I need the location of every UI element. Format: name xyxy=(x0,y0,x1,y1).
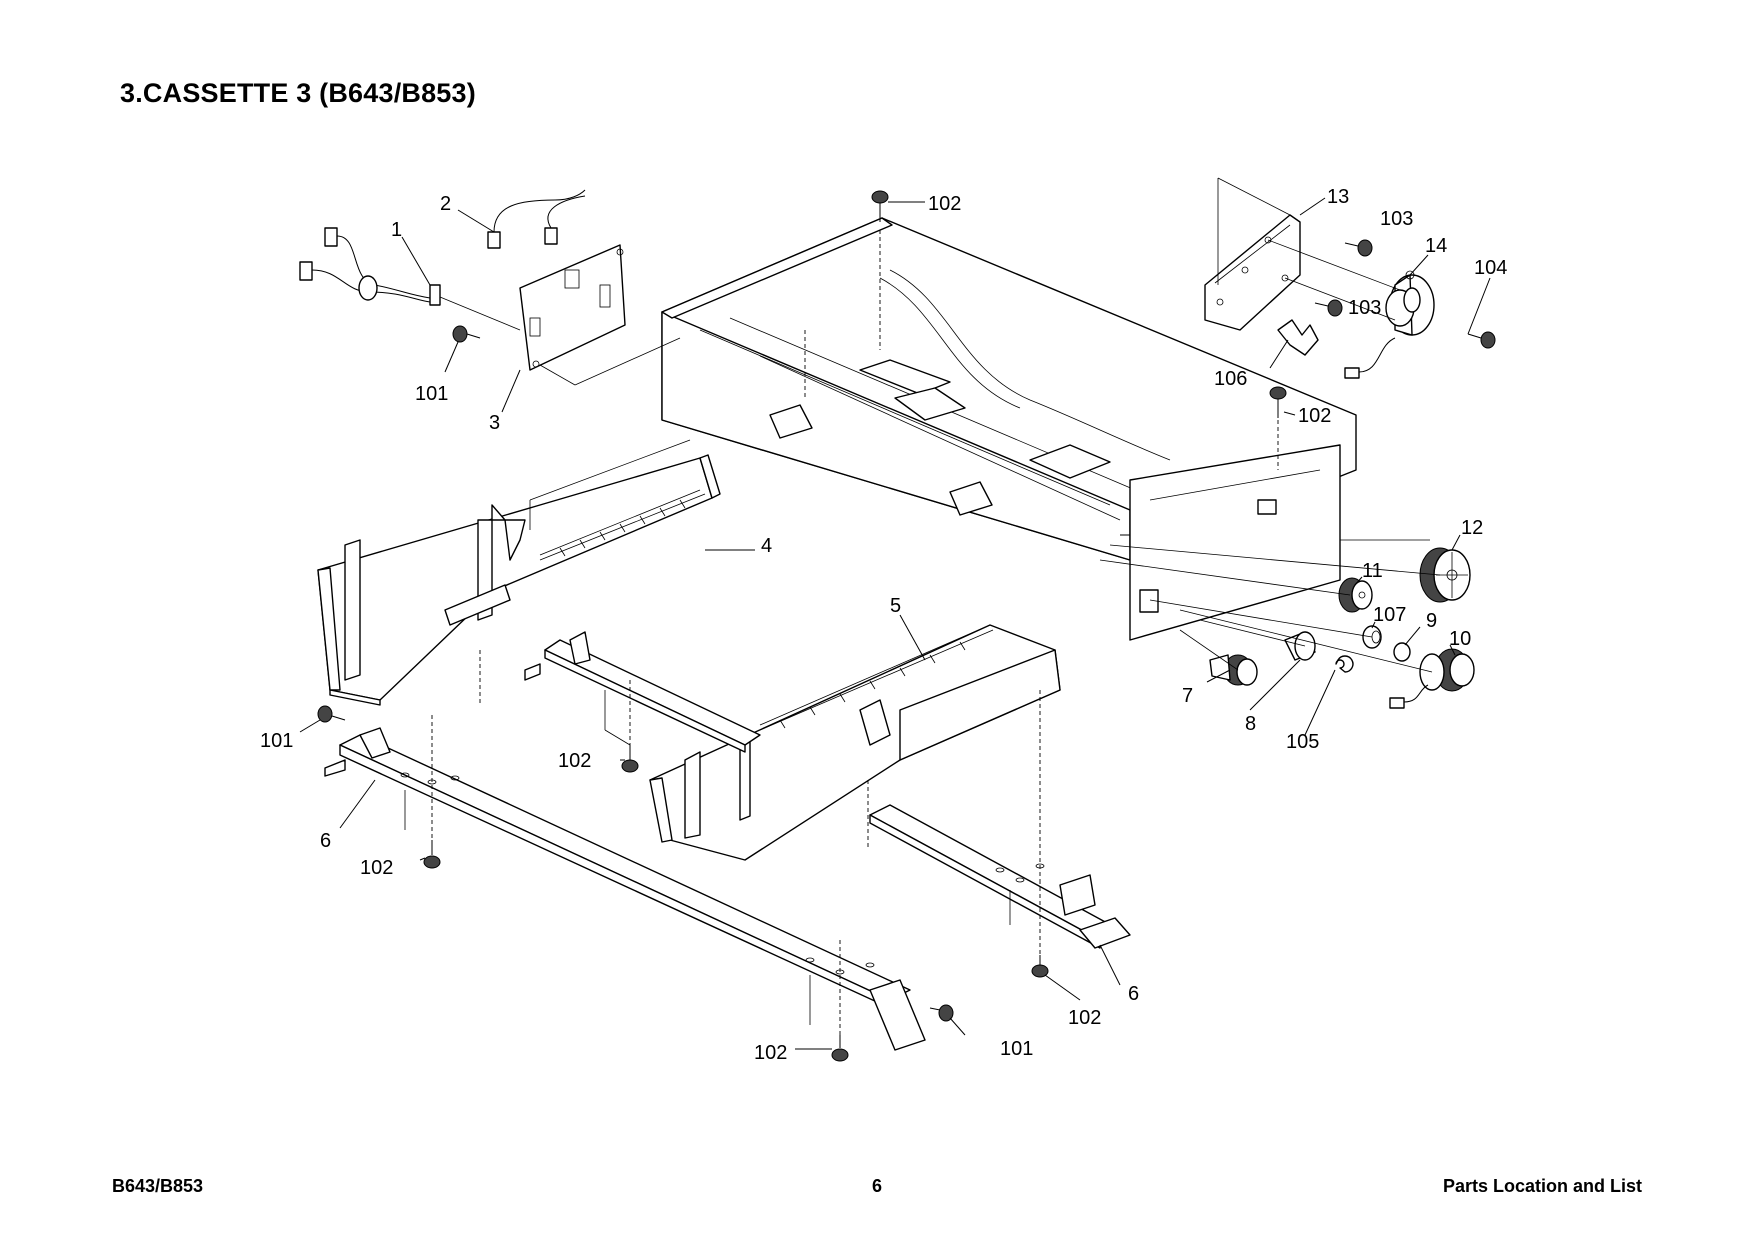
callout-104: 104 xyxy=(1474,257,1507,279)
callout-105: 105 xyxy=(1286,731,1319,753)
callout-101-c: 101 xyxy=(1000,1038,1033,1060)
callout-10: 10 xyxy=(1449,628,1471,650)
screw-101-b xyxy=(317,705,346,723)
callout-106: 106 xyxy=(1214,368,1247,390)
callout-102-d: 102 xyxy=(360,857,393,879)
part-9 xyxy=(1393,642,1411,662)
callout-7: 7 xyxy=(1182,685,1193,707)
callout-102-b: 102 xyxy=(1298,405,1331,427)
callout-8: 8 xyxy=(1245,713,1256,735)
pcb-3 xyxy=(439,244,681,386)
rail-6-left xyxy=(324,715,926,1051)
screw-104 xyxy=(1467,331,1496,349)
callout-101-a: 101 xyxy=(415,383,448,405)
page-title: 3.CASSETTE 3 (B643/B853) xyxy=(120,78,476,108)
shaft-lines xyxy=(1099,539,1441,673)
harness-2 xyxy=(487,189,586,249)
part-106 xyxy=(1277,319,1319,356)
harness-1 xyxy=(299,227,441,306)
footer-page-number: 6 xyxy=(871,1176,883,1196)
motor-14 xyxy=(1267,239,1435,379)
callout-6-left: 6 xyxy=(320,830,331,852)
screw-103-a xyxy=(1344,239,1373,257)
screws xyxy=(317,190,1496,1062)
screw-101-c xyxy=(929,1004,954,1022)
footer-section: Parts Location and List xyxy=(1442,1176,1642,1196)
callout-102-e: 102 xyxy=(1068,1007,1101,1029)
screw-102-c xyxy=(621,745,639,773)
footer-model: B643/B853 xyxy=(112,1176,204,1196)
callout-13: 13 xyxy=(1327,186,1349,208)
screw-102-f xyxy=(831,1035,849,1062)
callout-107: 107 xyxy=(1373,604,1406,626)
callout-9: 9 xyxy=(1426,610,1437,632)
part-7 xyxy=(1209,654,1258,686)
callout-4: 4 xyxy=(761,535,772,557)
part-8 xyxy=(1284,631,1316,661)
callout-2: 2 xyxy=(440,193,451,215)
rail-6-right xyxy=(869,804,1131,955)
callout-102-f: 102 xyxy=(754,1042,787,1064)
callout-11: 11 xyxy=(1362,560,1383,582)
screw-102-d xyxy=(423,840,441,869)
screw-101-a xyxy=(452,325,481,343)
main-frame xyxy=(661,217,1357,641)
callout-102-a: 102 xyxy=(928,193,961,215)
callout-14: 14 xyxy=(1425,235,1447,257)
side-guide-5 xyxy=(649,624,1061,880)
side-guide-4 xyxy=(317,439,721,706)
leader-lines xyxy=(299,197,1491,1050)
part-105 xyxy=(1335,655,1354,673)
callout-101-b: 101 xyxy=(260,730,293,752)
callout-102-c: 102 xyxy=(558,750,591,772)
gear-10 xyxy=(1389,648,1475,709)
gear-12 xyxy=(1419,547,1471,603)
callout-labels: 1 2 3 4 5 6 6 7 8 9 10 11 12 13 14 101 1… xyxy=(260,186,1507,1064)
screw-102-a xyxy=(871,190,889,222)
rear-rail xyxy=(524,631,761,753)
bracket-13 xyxy=(1204,177,1301,331)
screw-102-e xyxy=(1031,955,1049,978)
callout-5: 5 xyxy=(890,595,901,617)
screw-102-b xyxy=(1269,386,1287,470)
callout-103-a: 103 xyxy=(1380,208,1413,230)
callout-103-b: 103 xyxy=(1348,297,1381,319)
callout-3: 3 xyxy=(489,412,500,434)
screw-103-b xyxy=(1314,299,1343,317)
callout-1: 1 xyxy=(391,219,402,241)
callout-12: 12 xyxy=(1461,517,1483,539)
gear-11 xyxy=(1338,577,1373,613)
callout-6-right: 6 xyxy=(1128,983,1139,1005)
